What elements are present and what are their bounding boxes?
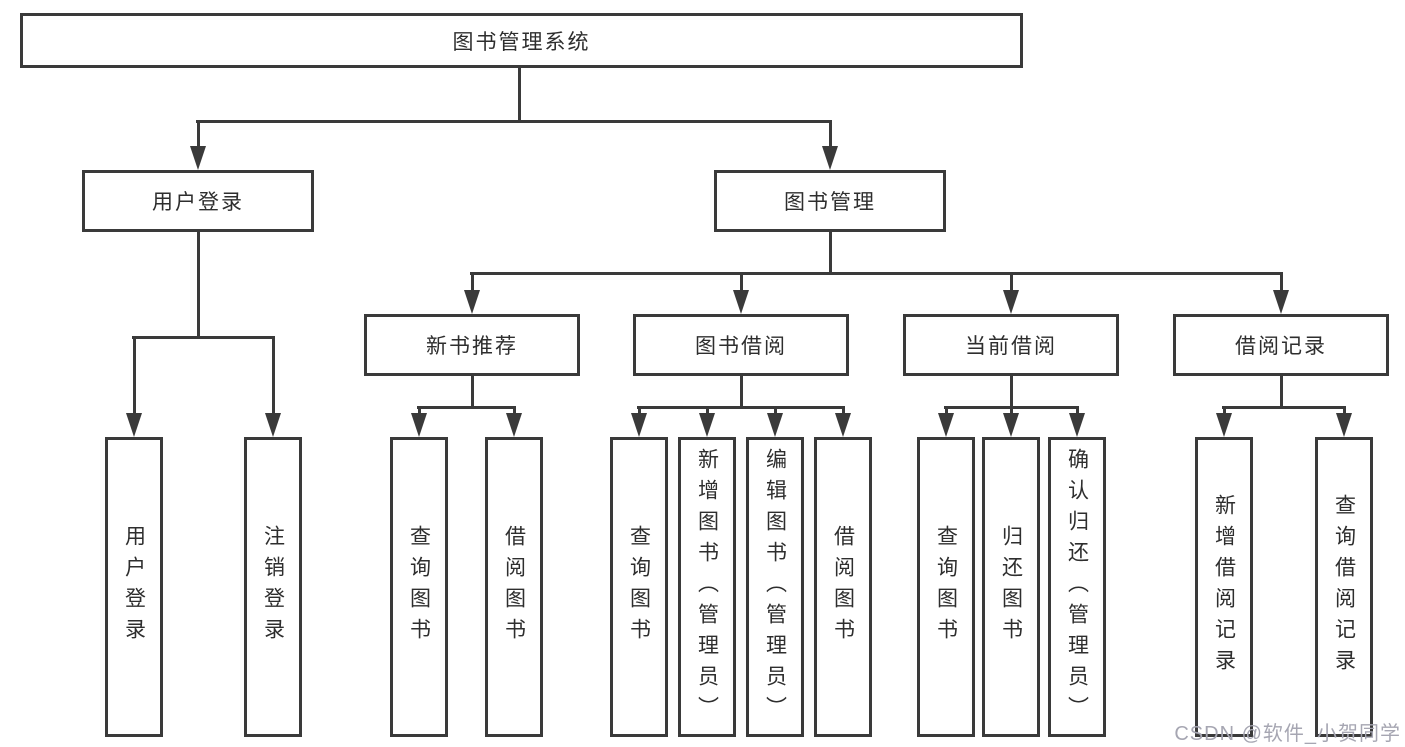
arrow-down-icon	[1216, 413, 1232, 437]
arrow-down-icon	[938, 413, 954, 437]
connector-line	[1076, 406, 1079, 415]
leaf-label: 用户登录	[122, 525, 146, 649]
connector-line	[774, 406, 777, 415]
leaf-confirm-return-admin: 确认归还（管理员）	[1048, 437, 1106, 737]
connector-line	[417, 406, 516, 409]
node-label: 借阅记录	[1235, 335, 1327, 358]
arrow-down-icon	[126, 413, 142, 437]
connector-line	[740, 272, 743, 292]
node-current-borrowing: 当前借阅	[903, 314, 1119, 376]
leaf-borrow-books-recommend: 借阅图书	[485, 437, 543, 737]
node-book-borrowing: 图书借阅	[633, 314, 849, 376]
leaf-query-borrow-record: 查询借阅记录	[1315, 437, 1373, 737]
arrow-down-icon	[411, 413, 427, 437]
node-label: 用户登录	[152, 191, 244, 214]
connector-line	[471, 376, 474, 406]
connector-line	[196, 120, 832, 123]
arrow-down-icon	[733, 290, 749, 314]
leaf-add-books-admin: 新增图书（管理员）	[678, 437, 736, 737]
leaf-label: 新增图书（管理员）	[695, 447, 719, 727]
node-label: 图书管理	[784, 191, 876, 214]
connector-line	[272, 336, 275, 414]
connector-line	[197, 232, 200, 336]
connector-line	[197, 120, 200, 148]
leaf-label: 注销登录	[261, 525, 285, 649]
arrow-down-icon	[190, 146, 206, 170]
node-label: 图书借阅	[695, 335, 787, 358]
connector-line	[1280, 272, 1283, 292]
node-library-management-system: 图书管理系统	[20, 13, 1023, 68]
connector-line	[706, 406, 709, 415]
leaf-logout: 注销登录	[244, 437, 302, 737]
leaf-query-books-current: 查询图书	[917, 437, 975, 737]
node-label: 当前借阅	[965, 335, 1057, 358]
leaf-label: 借阅图书	[831, 525, 855, 649]
arrow-down-icon	[1069, 413, 1085, 437]
arrow-down-icon	[506, 413, 522, 437]
leaf-edit-books-admin: 编辑图书（管理员）	[746, 437, 804, 737]
connector-line	[132, 336, 275, 339]
leaf-label: 编辑图书（管理员）	[763, 447, 787, 727]
arrow-down-icon	[464, 290, 480, 314]
leaf-label: 查询借阅记录	[1332, 494, 1356, 680]
connector-line	[1010, 376, 1013, 406]
leaf-label: 归还图书	[999, 525, 1023, 649]
leaf-user-login: 用户登录	[105, 437, 163, 737]
node-borrowing-records: 借阅记录	[1173, 314, 1389, 376]
connector-line	[638, 406, 641, 415]
connector-line	[133, 336, 136, 414]
connector-line	[945, 406, 948, 415]
arrow-down-icon	[699, 413, 715, 437]
leaf-label: 确认归还（管理员）	[1065, 447, 1089, 727]
arrow-down-icon	[631, 413, 647, 437]
arrow-down-icon	[767, 413, 783, 437]
leaf-borrow-books: 借阅图书	[814, 437, 872, 737]
connector-line	[829, 232, 832, 272]
connector-line	[1280, 376, 1283, 406]
leaf-query-books-borrow: 查询图书	[610, 437, 668, 737]
leaf-add-borrow-record: 新增借阅记录	[1195, 437, 1253, 737]
node-new-book-recommendation: 新书推荐	[364, 314, 580, 376]
csdn-watermark: CSDN @软件_小贺同学	[1174, 723, 1401, 745]
leaf-label: 查询图书	[627, 525, 651, 649]
connector-line	[1010, 406, 1013, 415]
connector-line	[1343, 406, 1346, 415]
leaf-label: 新增借阅记录	[1212, 494, 1236, 680]
leaf-label: 查询图书	[407, 525, 431, 649]
connector-line	[471, 272, 474, 292]
connector-line	[513, 406, 516, 415]
connector-line	[470, 272, 1283, 275]
node-book-management: 图书管理	[714, 170, 946, 232]
arrow-down-icon	[822, 146, 838, 170]
arrow-down-icon	[265, 413, 281, 437]
node-user-login: 用户登录	[82, 170, 314, 232]
leaf-query-books-recommend: 查询图书	[390, 437, 448, 737]
arrow-down-icon	[1003, 413, 1019, 437]
leaf-label: 借阅图书	[502, 525, 526, 649]
arrow-down-icon	[1003, 290, 1019, 314]
arrow-down-icon	[1336, 413, 1352, 437]
connector-line	[829, 120, 832, 148]
leaf-label: 查询图书	[934, 525, 958, 649]
node-label: 新书推荐	[426, 335, 518, 358]
connector-line	[1223, 406, 1226, 415]
connector-line	[740, 376, 743, 406]
leaf-return-books: 归还图书	[982, 437, 1040, 737]
connector-line	[518, 68, 521, 120]
arrow-down-icon	[835, 413, 851, 437]
connector-line	[637, 406, 845, 409]
node-label: 图书管理系统	[452, 30, 591, 54]
arrow-down-icon	[1273, 290, 1289, 314]
connector-line	[418, 406, 421, 415]
connector-line	[1222, 406, 1346, 409]
connector-line	[842, 406, 845, 415]
connector-line	[1010, 272, 1013, 292]
